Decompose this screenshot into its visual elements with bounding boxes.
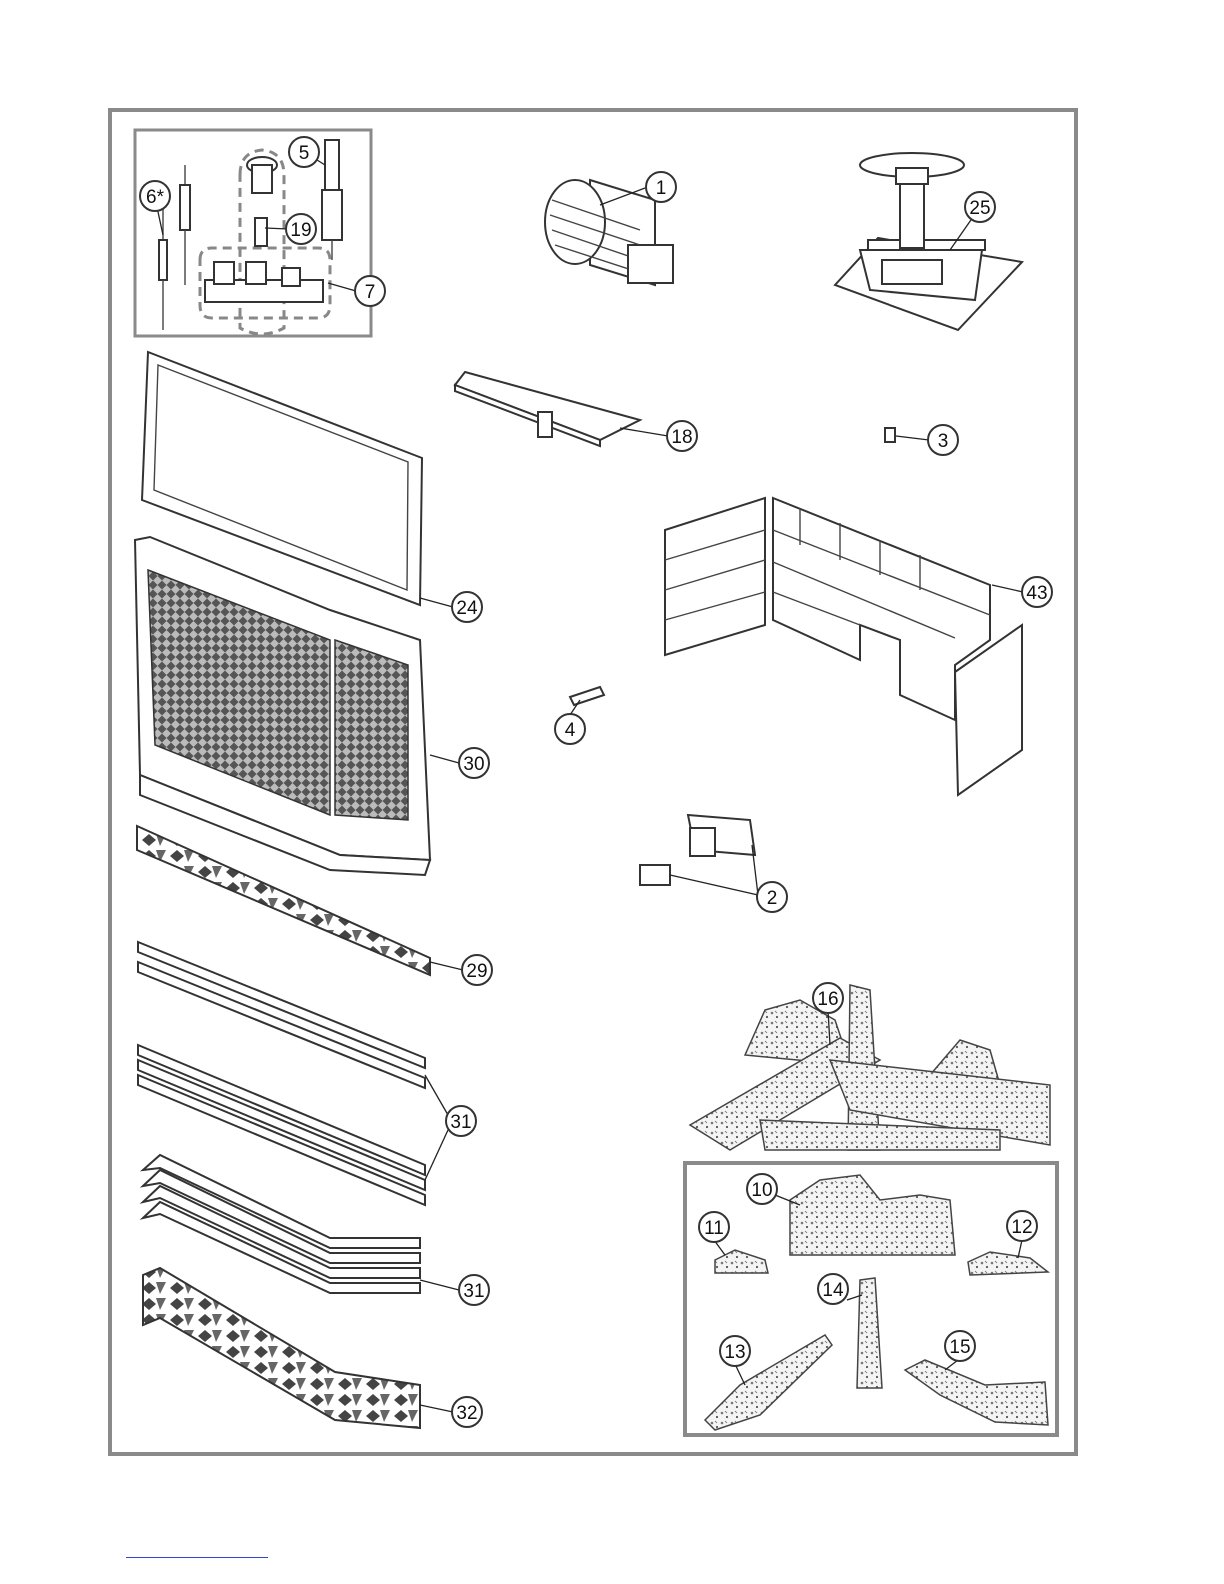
callout-15: 15 (945, 1331, 975, 1361)
part-gas-valve (640, 815, 755, 885)
callout-3: 3 (928, 425, 958, 455)
callout-18: 18 (667, 421, 697, 451)
svg-text:1: 1 (656, 178, 667, 199)
part-log-12 (968, 1252, 1048, 1275)
svg-text:7: 7 (365, 282, 376, 303)
part-log-14 (857, 1278, 882, 1388)
callout-5: 5 (289, 137, 319, 167)
svg-text:2: 2 (767, 888, 778, 909)
svg-text:5: 5 (299, 143, 310, 164)
part-log-11 (715, 1250, 768, 1273)
callout-6: 6* (140, 181, 170, 211)
callout-14: 14 (818, 1274, 848, 1304)
callout-1: 1 (646, 172, 676, 202)
part-fitting (885, 428, 895, 442)
callout-24: 24 (452, 592, 482, 622)
svg-text:12: 12 (1011, 1217, 1032, 1238)
svg-text:24: 24 (456, 598, 478, 619)
svg-text:13: 13 (724, 1342, 745, 1363)
callout-7: 7 (355, 276, 385, 306)
callout-31-upper: 31 (446, 1106, 476, 1136)
part-burner-tray (455, 372, 640, 446)
svg-text:6*: 6* (146, 187, 165, 208)
part-vent-terminal (835, 153, 1022, 330)
svg-text:3: 3 (938, 431, 949, 452)
part-pilot-tube (570, 687, 604, 705)
svg-text:25: 25 (969, 198, 990, 219)
svg-text:16: 16 (817, 989, 838, 1010)
callout-11: 11 (699, 1212, 729, 1242)
svg-text:15: 15 (949, 1337, 970, 1358)
svg-text:43: 43 (1026, 583, 1047, 604)
callout-25: 25 (965, 192, 995, 222)
svg-text:31: 31 (463, 1281, 484, 1302)
callout-43: 43 (1022, 577, 1052, 607)
callout-29: 29 (462, 955, 492, 985)
svg-text:19: 19 (290, 220, 311, 241)
svg-text:14: 14 (822, 1280, 844, 1301)
callout-12: 12 (1007, 1211, 1037, 1241)
part-ignitor (322, 140, 342, 260)
svg-text:32: 32 (456, 1403, 477, 1424)
svg-text:4: 4 (565, 720, 576, 741)
callout-30: 30 (459, 748, 489, 778)
svg-text:11: 11 (704, 1218, 724, 1239)
callout-2: 2 (757, 882, 787, 912)
callout-31-lower: 31 (459, 1275, 489, 1305)
part-log-15 (905, 1360, 1048, 1425)
part-log-10 (790, 1175, 955, 1255)
part-log-set (690, 985, 1050, 1150)
callout-13: 13 (720, 1336, 750, 1366)
part-brick-refractory (665, 498, 1022, 795)
part-orifice-assembly (200, 150, 330, 334)
footer-link-underline (126, 1557, 268, 1558)
callout-10: 10 (747, 1174, 777, 1204)
svg-text:31: 31 (450, 1112, 471, 1133)
svg-text:29: 29 (466, 961, 487, 982)
svg-text:30: 30 (463, 754, 484, 775)
svg-text:10: 10 (751, 1180, 772, 1201)
svg-text:18: 18 (671, 427, 692, 448)
callout-4: 4 (555, 714, 585, 744)
callout-16: 16 (813, 983, 843, 1013)
callout-32: 32 (452, 1397, 482, 1427)
callout-19: 19 (286, 214, 316, 244)
